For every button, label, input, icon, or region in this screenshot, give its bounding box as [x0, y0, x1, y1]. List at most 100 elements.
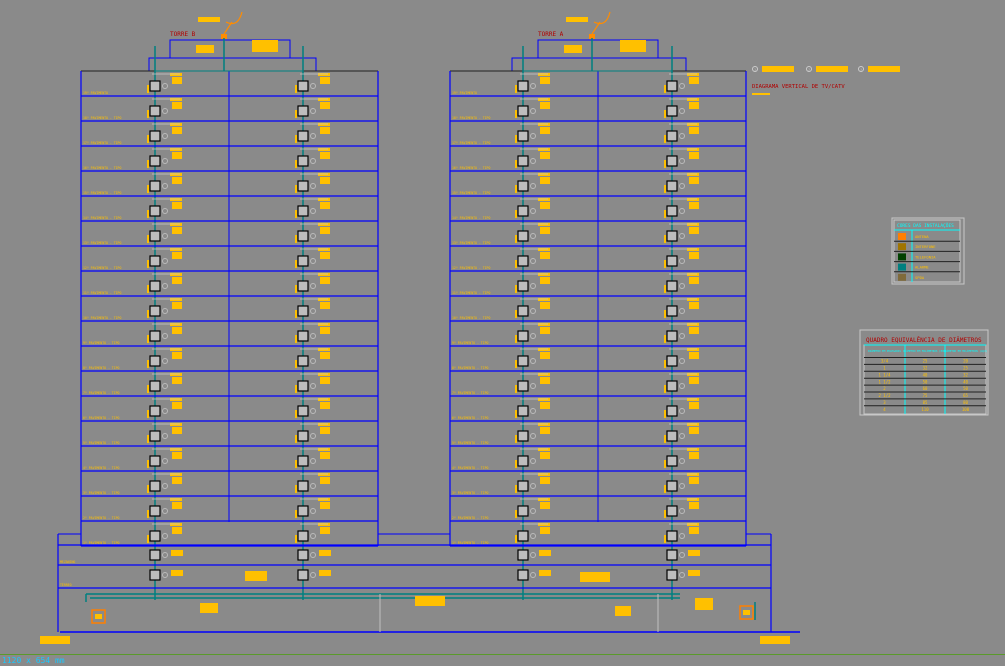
- legend-swatch: [898, 233, 906, 240]
- annotation-mark: [620, 40, 646, 52]
- table-cell: 60: [923, 386, 928, 391]
- floor-label: 3º PAVIMENTO - TIPO: [83, 491, 120, 495]
- tap-marker-icon: [530, 233, 536, 239]
- table-cell: 80: [963, 400, 968, 405]
- annotation-mark: [566, 17, 588, 22]
- annotation-mark: [295, 185, 297, 193]
- legend-label: SPDA: [915, 275, 925, 280]
- annotation-mark: [318, 348, 330, 351]
- annotation-mark: [515, 335, 517, 343]
- junction-box: [666, 355, 678, 367]
- annotation-mark: [147, 185, 149, 193]
- junction-box: [666, 430, 678, 442]
- floor-label: 8º PAVIMENTO - TIPO: [83, 366, 120, 370]
- table-cell: 1 1/4: [878, 372, 891, 377]
- diagram-title: DIAGRAMA VERTICAL DE TV/CATV: [752, 84, 845, 90]
- junction-box: [297, 80, 309, 92]
- annotation-mark: [515, 235, 517, 243]
- annotation-mark: [664, 385, 666, 393]
- annotation-mark: [760, 636, 790, 644]
- junction-box: [666, 455, 678, 467]
- annotation-mark: [689, 477, 699, 484]
- tap-marker-icon: [679, 333, 685, 339]
- annotation-mark: [295, 310, 297, 318]
- table-cell: 4: [883, 407, 886, 412]
- junction-box: [666, 530, 678, 542]
- annotation-mark: [539, 570, 551, 576]
- annotation-mark: [147, 85, 149, 93]
- annotation-mark: [198, 17, 220, 22]
- annotation-mark: [689, 227, 699, 234]
- annotation-mark: [318, 173, 330, 176]
- annotation-mark: [664, 110, 666, 118]
- annotation-mark: [664, 510, 666, 518]
- annotation-mark: [688, 570, 700, 576]
- annotation-mark: [319, 550, 331, 556]
- annotation-mark: [147, 485, 149, 493]
- junction-box: [517, 280, 529, 292]
- annotation-mark: [687, 223, 699, 226]
- junction-box: [297, 430, 309, 442]
- annotation-mark: [687, 423, 699, 426]
- annotation-mark: [170, 398, 182, 401]
- annotation-mark: [295, 535, 297, 543]
- tap-marker-icon: [679, 158, 685, 164]
- annotation-mark: [515, 260, 517, 268]
- tap-marker-icon: [530, 83, 536, 89]
- annotation-mark: [689, 302, 699, 309]
- tap-marker-icon: [162, 258, 168, 264]
- junction-box: [517, 430, 529, 442]
- table-cell: 2: [883, 386, 886, 391]
- annotation-mark: [318, 248, 330, 251]
- annotation-mark: [320, 377, 330, 384]
- annotation-mark: [172, 352, 182, 359]
- annotation-mark: [147, 460, 149, 468]
- annotation-mark: [318, 323, 330, 326]
- tap-marker-icon: [162, 283, 168, 289]
- annotation-mark: [147, 160, 149, 168]
- tap-marker-icon: [162, 533, 168, 539]
- junction-box: [297, 480, 309, 492]
- annotation-mark: [170, 448, 182, 451]
- annotation-mark: [172, 427, 182, 434]
- annotation-mark: [752, 93, 770, 95]
- annotation-mark: [540, 327, 550, 334]
- annotation-mark: [318, 423, 330, 426]
- annotation-mark: [95, 614, 102, 619]
- junction-box: [297, 205, 309, 217]
- tap-marker-icon: [679, 208, 685, 214]
- annotation-mark: [689, 152, 699, 159]
- annotation-mark: [170, 73, 182, 76]
- floor-label: 11º PAVIMENTO - TIPO: [452, 291, 490, 295]
- junction-box: [149, 255, 161, 267]
- tap-marker-icon: [310, 158, 316, 164]
- annotation-mark: [318, 523, 330, 526]
- annotation-mark: [170, 348, 182, 351]
- junction-box: [517, 230, 529, 242]
- tap-marker-icon: [310, 383, 316, 389]
- annotation-mark: [615, 606, 631, 616]
- annotation-mark: [688, 550, 700, 556]
- floor-label: 18º PAVIMENTO - TIPO: [452, 116, 490, 120]
- tap-marker-icon: [679, 483, 685, 489]
- junction-box: [666, 105, 678, 117]
- annotation-mark: [170, 98, 182, 101]
- junction-box: [149, 180, 161, 192]
- annotation-mark: [172, 402, 182, 409]
- annotation-mark: [515, 160, 517, 168]
- tap-marker-icon: [162, 158, 168, 164]
- annotation-mark: [538, 98, 550, 101]
- tap-marker-icon: [310, 433, 316, 439]
- annotation-mark: [687, 498, 699, 501]
- tap-marker-icon: [310, 183, 316, 189]
- floor-label: 17º PAVIMENTO - TIPO: [452, 141, 490, 145]
- annotation-mark: [320, 477, 330, 484]
- annotation-mark: [415, 596, 445, 606]
- junction-box: [297, 530, 309, 542]
- annotation-mark: [319, 570, 331, 576]
- table-cell: 3: [883, 400, 886, 405]
- annotation-mark: [664, 260, 666, 268]
- tap-marker-icon: [162, 483, 168, 489]
- tap-marker-icon: [530, 483, 536, 489]
